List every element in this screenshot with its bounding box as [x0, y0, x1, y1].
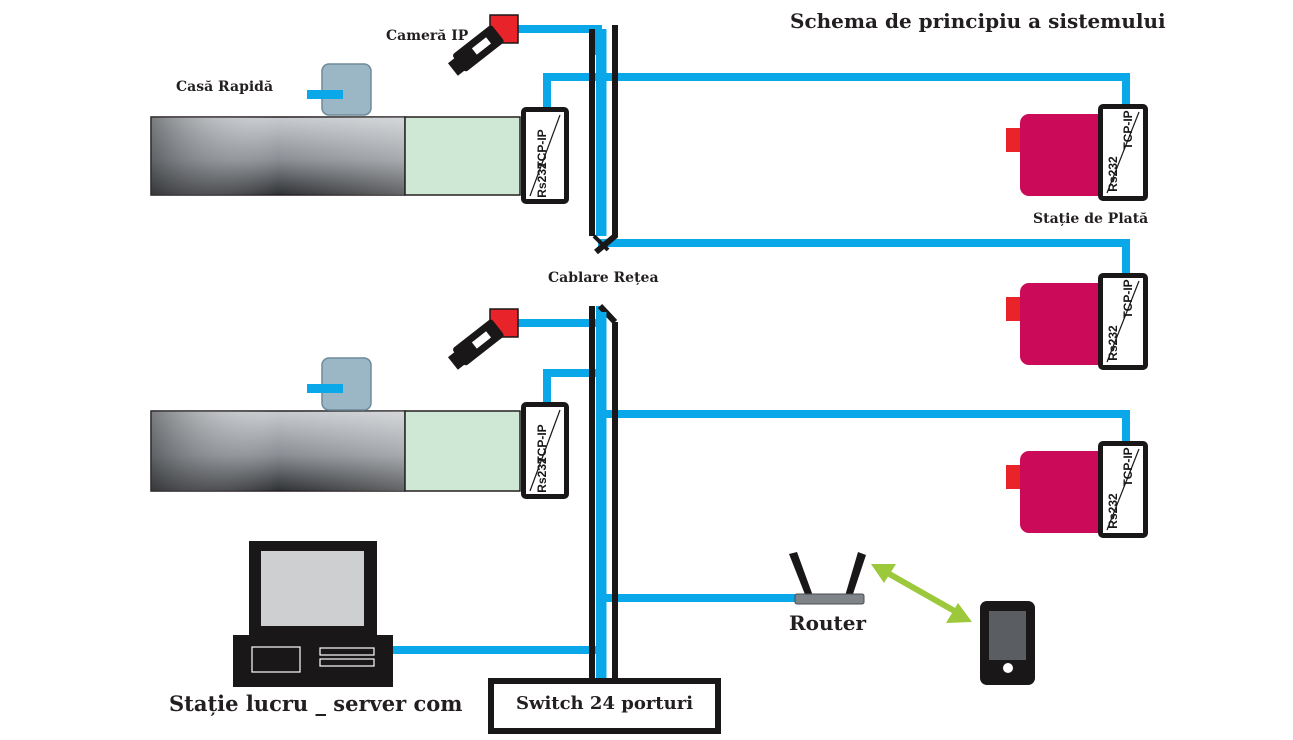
network-backbone	[589, 25, 618, 680]
cable-payment-station-1	[598, 73, 1130, 108]
cablare-retea-label: Cablare Rețea	[546, 270, 661, 286]
cash-register-1	[150, 116, 521, 196]
casa-rapida-label: Casă Rapidă	[176, 79, 274, 95]
smartphone-icon	[980, 601, 1035, 685]
barcode-scanner-icon	[307, 63, 372, 116]
rs232-tcp-converter-icon: TCP-IP Rs232	[521, 107, 569, 204]
cable-payment-station-3	[598, 410, 1130, 445]
router-label: Router	[789, 611, 867, 635]
ip-camera-icon	[447, 14, 519, 76]
router-icon	[789, 552, 866, 605]
statie-de-plata-label: Stație de Plată	[1033, 211, 1149, 227]
converter-label-bottom: Rs232	[535, 457, 549, 493]
network-switch-icon	[488, 678, 721, 734]
cable-payment-station-2	[598, 239, 1130, 277]
ip-camera-icon	[447, 308, 519, 370]
converter-label-top: TCP-IP	[1121, 447, 1135, 486]
cash-register-2	[150, 410, 521, 492]
camera-ip-label: Cameră IP	[386, 28, 469, 44]
converter-label-bottom: Rs232	[1106, 156, 1120, 192]
cable-converter-1	[543, 73, 598, 110]
converter-label-bottom: Rs232	[1106, 325, 1120, 361]
converter-label-top: TCP-IP	[1121, 279, 1135, 318]
rs232-tcp-converter-icon: TCP-IP Rs232	[521, 402, 569, 499]
computer-workstation-icon	[233, 541, 393, 687]
statie-lucru-label: Stație lucru _ server com	[169, 691, 463, 716]
converter-label-bottom: Rs232	[535, 162, 549, 198]
converter-label-top: TCP-IP	[535, 424, 549, 463]
converter-label-top: TCP-IP	[535, 129, 549, 168]
converter-label-top: TCP-IP	[1121, 110, 1135, 149]
converter-label-bottom: Rs232	[1106, 493, 1120, 529]
wireless-link-arrow	[871, 564, 972, 623]
barcode-scanner-icon	[307, 357, 372, 411]
cable-camera-1	[513, 25, 602, 55]
payment-station-icon: TCP-IP Rs232	[1006, 273, 1148, 370]
switch-label: Switch 24 porturi	[515, 693, 694, 714]
diagram-title: Schema de principiu a sistemului	[790, 9, 1166, 33]
cable-converter-2	[543, 369, 598, 405]
payment-station-icon: TCP-IP Rs232	[1006, 441, 1148, 538]
payment-station-icon: TCP-IP Rs232	[1006, 104, 1148, 201]
